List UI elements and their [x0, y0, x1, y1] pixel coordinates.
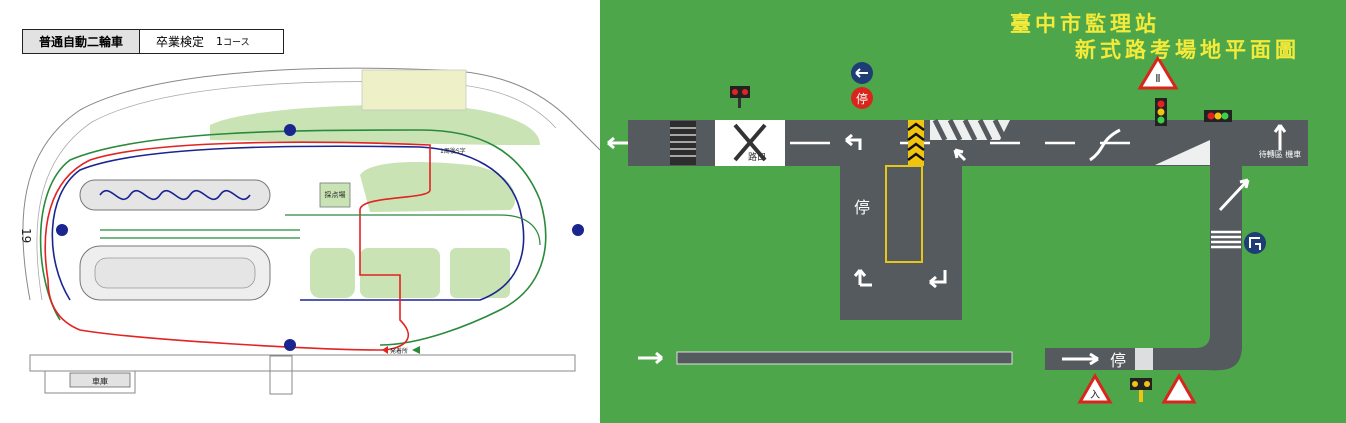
enter-sign-icon — [1077, 372, 1113, 404]
curve-arrow-icon — [953, 148, 967, 162]
course-line-red — [44, 141, 431, 351]
yellow-stop-box — [885, 165, 923, 263]
marker-4 — [284, 339, 296, 351]
crossing-x-icon — [733, 123, 767, 162]
course-line-blue — [51, 145, 525, 301]
stop-sign-icon — [851, 87, 873, 109]
grass-bottom-2 — [360, 248, 440, 298]
bottom-crosswalk — [1135, 348, 1153, 370]
grass-top — [210, 105, 540, 145]
lower-strip — [676, 351, 1013, 365]
crosswalk — [1211, 230, 1241, 249]
road-diagram: 停 停 路口 待轉區 機車 停 Ⅱ 入 — [607, 55, 1308, 404]
grass-bottom-3 — [450, 248, 510, 298]
bottom-signal-left — [1132, 381, 1138, 387]
course-type-label: 普通自動二輪車 — [23, 30, 140, 53]
grass-mid-right — [360, 162, 516, 212]
exam-name-cell: 卒業検定 1コース — [140, 30, 283, 53]
marker-2 — [56, 224, 68, 236]
course-title-box: 普通自動二輪車 卒業検定 1コース — [22, 29, 284, 54]
course-number-label: 1コース — [216, 35, 250, 48]
warning-sign-text: Ⅱ — [1155, 72, 1160, 85]
marker-3 — [572, 224, 584, 236]
right-road — [1210, 120, 1242, 350]
waiting-zone-text: 待轉區 機車 — [1259, 149, 1302, 159]
course-map-left: 普通自動二輪車 卒業検定 1コース 車庫 採点場 — [0, 0, 600, 423]
direction-sign-arrow-icon — [855, 68, 868, 78]
rail-signal-pole — [738, 98, 741, 108]
light-h-green — [1221, 112, 1229, 120]
inspection-box — [319, 182, 351, 208]
lane-change-arrow-icon — [1089, 128, 1121, 162]
side-number-label: 19 — [19, 228, 33, 243]
turn-note-label: 1周後S字 — [440, 147, 466, 155]
course-line-green — [39, 129, 547, 346]
right-corner-road — [1240, 120, 1305, 166]
bottom-signal-icon — [1130, 378, 1152, 390]
left-exit-arrow-icon — [607, 136, 628, 150]
inner-boundary-line — [36, 81, 557, 301]
hatch-area-2 — [1155, 140, 1210, 165]
railway-ties — [670, 127, 696, 157]
rail-signal-right — [742, 89, 748, 95]
light-yellow — [1157, 108, 1165, 116]
course-diagram: 車庫 採点場 1周後S字 発着所 19 — [19, 67, 600, 395]
course-map-right: 停 停 路口 待轉區 機車 停 Ⅱ 入 臺中市監理站 新式路考場地平面圖 — [600, 0, 1346, 423]
stop-text-road: 停 — [854, 198, 870, 217]
grass-bottom-1 — [310, 248, 355, 298]
outer-boundary-line — [22, 67, 600, 301]
stop-text-bottom: 停 — [1110, 351, 1126, 370]
bottom-signal-right — [1144, 381, 1150, 387]
start-point-label: 発着所 — [390, 347, 408, 355]
rail-signal-left — [732, 89, 738, 95]
grass-top-yellow — [361, 69, 467, 111]
turn-back-arrow-icon — [929, 270, 947, 289]
map-title-line2: 新式路考場地平面圖 — [1075, 37, 1300, 62]
left-block-road — [840, 166, 962, 320]
up-arrow-right-icon — [1273, 124, 1287, 150]
warning-sign-icon — [1137, 55, 1179, 90]
light-green — [1157, 116, 1165, 124]
garage-outline — [44, 370, 136, 394]
stop-sign-text: 停 — [856, 91, 868, 106]
course-number: 1 — [216, 35, 224, 48]
turn-up-arrow-icon — [853, 269, 872, 287]
straight-line-green — [100, 229, 300, 239]
light-h-yellow — [1214, 112, 1222, 120]
crossing-text: 路口 — [748, 151, 766, 163]
diagonal-arrow-icon — [1218, 178, 1250, 212]
gate-structure — [269, 355, 293, 395]
garage-box — [69, 372, 131, 388]
bottom-signal-pole — [1139, 390, 1143, 402]
chevron-stripes — [907, 122, 925, 161]
enter-sign-text: 入 — [1090, 390, 1100, 401]
straight-line-green-2 — [285, 214, 541, 246]
lower-boundary — [29, 354, 576, 372]
inspection-label: 採点場 — [325, 190, 346, 199]
exam-name-label: 卒業検定 — [156, 35, 205, 49]
light-red — [1157, 100, 1165, 108]
entry-arrow-icon — [638, 351, 663, 365]
marker-1 — [284, 124, 296, 136]
island-lower-inner — [94, 257, 256, 289]
map-title-line1: 臺中市監理站 — [1010, 11, 1160, 36]
start-arrow-icon — [412, 346, 420, 354]
turn-left-arrow-icon — [845, 133, 862, 150]
garage-label: 車庫 — [92, 376, 108, 386]
light-h-red — [1207, 112, 1215, 120]
bottom-lane-arrow-icon — [1062, 352, 1099, 366]
motorcycle-turn-arrow-icon — [1249, 237, 1261, 250]
curve-sign-icon — [1161, 372, 1197, 404]
hatch-lines-1 — [932, 118, 1008, 142]
s-curve-line — [99, 189, 251, 201]
start-arrow-red-icon — [382, 346, 388, 354]
course-suffix: コース — [223, 38, 250, 48]
